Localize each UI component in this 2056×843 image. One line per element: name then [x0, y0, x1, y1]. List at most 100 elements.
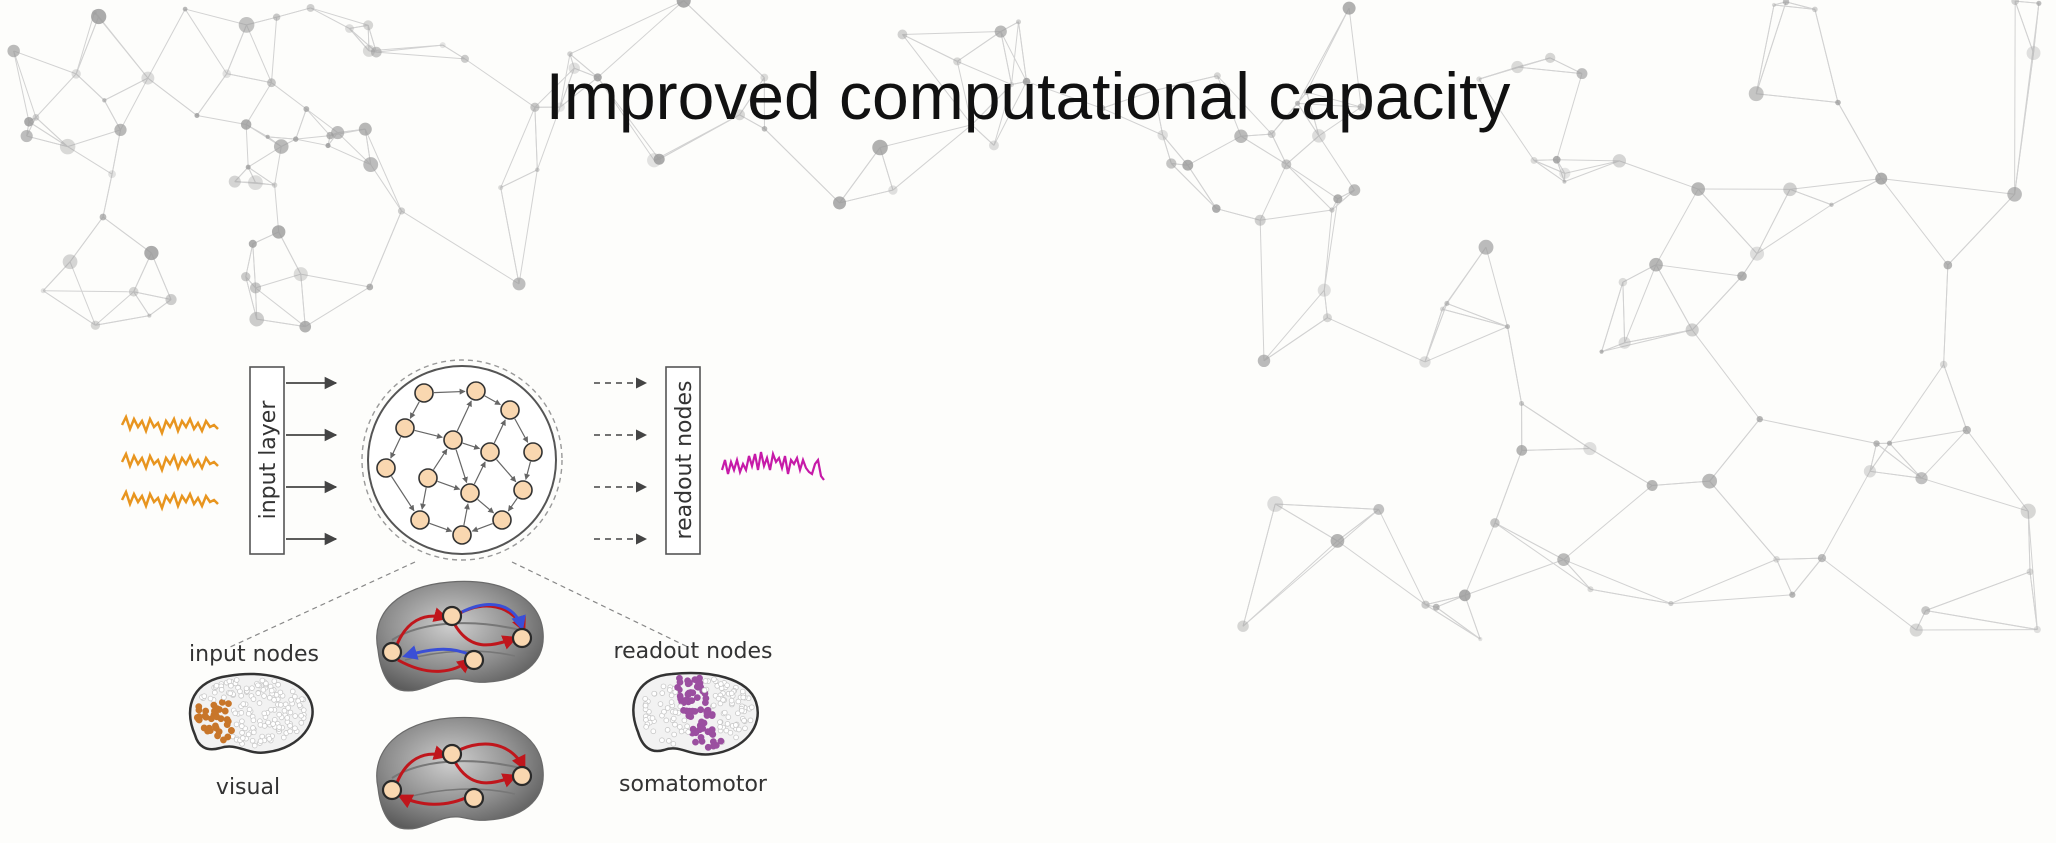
brain-parcel — [233, 721, 240, 728]
reservoir-edge — [496, 459, 517, 483]
background-node — [90, 320, 101, 330]
background-node — [969, 122, 975, 128]
readout-arrows — [594, 377, 648, 545]
background-node — [1557, 553, 1570, 566]
brain-parcel — [240, 701, 247, 707]
background-edge — [111, 129, 121, 175]
background-edge — [327, 145, 371, 166]
background-edge — [534, 107, 538, 170]
background-node — [1421, 600, 1430, 609]
background-node — [2026, 568, 2034, 576]
highlighted-parcel — [717, 737, 725, 745]
background-edge — [500, 107, 536, 188]
background-edge — [1943, 364, 1968, 431]
reservoir-network — [361, 359, 563, 561]
background-edge — [569, 53, 599, 78]
reservoir-edge — [471, 522, 493, 533]
background-edge — [149, 299, 172, 317]
reservoir-node — [513, 480, 533, 500]
highlighted-parcel — [680, 706, 687, 714]
background-edge — [1464, 595, 1481, 640]
background-edge — [1297, 7, 1350, 104]
highlighted-parcel — [691, 676, 699, 684]
brain-parcel — [642, 695, 648, 702]
background-edge — [1026, 81, 1103, 109]
background-edge — [75, 12, 95, 75]
background-edge — [1563, 485, 1653, 560]
reservoir-edge — [462, 442, 481, 450]
brain-parcel — [245, 710, 252, 717]
brain-parcel — [668, 692, 675, 699]
reservoir-node — [395, 418, 415, 438]
background-edge — [1285, 135, 1320, 165]
background-node — [897, 29, 908, 40]
background-node — [325, 143, 331, 149]
brain-parcel — [670, 715, 677, 722]
background-edge — [1446, 302, 1508, 328]
background-node — [2033, 625, 2041, 634]
background-edge — [1286, 163, 1339, 200]
background-edge — [234, 181, 256, 184]
brain-parcel — [288, 697, 294, 703]
background-node — [1587, 586, 1594, 593]
background-node — [245, 164, 251, 170]
input-nodes-label: input nodes — [189, 642, 319, 667]
background-edge — [1921, 477, 2029, 512]
background-node — [1771, 2, 1777, 8]
readout-layer-label: readout nodes — [672, 381, 697, 540]
brain-parcel — [666, 687, 673, 693]
brain-parcel — [201, 693, 208, 699]
background-edge — [1549, 57, 1583, 75]
brain-parcel — [715, 695, 722, 702]
background-edge — [1337, 509, 1380, 542]
background-edge — [1652, 480, 1710, 486]
background-node — [1373, 503, 1385, 515]
background-node — [1599, 349, 1604, 354]
background-node — [1333, 194, 1343, 204]
input-layer-label: input layer — [256, 400, 281, 520]
background-node — [1559, 167, 1571, 179]
background-edge — [35, 73, 77, 118]
background-edge — [1533, 159, 1565, 183]
brain-parcel — [281, 707, 288, 714]
background-edge — [1966, 429, 2029, 512]
highlighted-parcel — [688, 697, 696, 705]
background-edge — [1153, 90, 1164, 136]
background-edge — [1242, 540, 1338, 627]
highlighted-parcel — [224, 733, 232, 741]
background-edge — [1773, 4, 1815, 10]
background-edge — [1464, 559, 1564, 596]
reservoir-edge — [409, 401, 420, 419]
brain-parcel — [684, 723, 690, 730]
background-edge — [1478, 57, 1551, 80]
background-edge — [295, 135, 331, 140]
background-edge — [1691, 275, 1743, 331]
background-edge — [1318, 135, 1355, 191]
background-edge — [1285, 163, 1333, 211]
brain-parcel — [268, 706, 274, 713]
background-edge — [1925, 571, 2031, 611]
background-edge — [1821, 557, 1917, 631]
background-edge — [1271, 103, 1298, 135]
readout-layer-box: readout nodes — [665, 366, 701, 555]
background-edge — [1170, 163, 1217, 209]
background-edge — [102, 174, 113, 218]
background-edge — [1275, 503, 1379, 510]
reservoir-edge — [514, 418, 529, 443]
background-edge — [278, 231, 302, 275]
background-node — [363, 157, 379, 173]
background-node — [1748, 86, 1764, 102]
highlighted-parcel — [204, 725, 212, 733]
background-edge — [1000, 31, 1028, 82]
brain-parcel — [226, 678, 233, 685]
brain-parcel — [213, 682, 220, 689]
background-node — [1519, 400, 1525, 407]
background-edge — [764, 128, 840, 204]
background-edge — [1485, 247, 1509, 327]
background-node — [1237, 620, 1249, 632]
background-edge — [971, 124, 995, 146]
background-edge — [1624, 264, 1657, 343]
background-node — [1943, 260, 1953, 270]
background-edge — [1153, 75, 1218, 92]
